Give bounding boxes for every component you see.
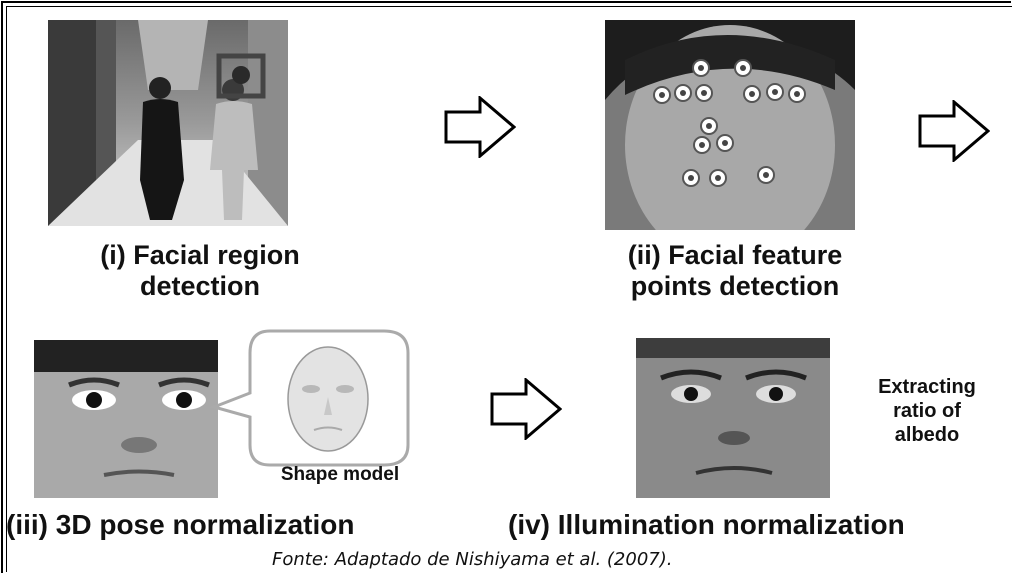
inner-border [6,6,1012,572]
pose-face-photo [34,340,218,498]
source-note: Fonte: Adaptado de Nishiyama et al. (200… [272,549,673,570]
right-arrow-icon [918,98,991,166]
step-i-caption-line1: (i) Facial region [100,240,300,270]
step-iv-caption: (iv) Illumination normalization [508,509,905,540]
step-ii-caption: (ii) Facial feature points detection [590,240,880,302]
step-iii-caption: (iii) 3D pose normalization [6,509,355,540]
albedo-note: Extracting ratio of albedo [862,375,992,447]
shape-model-label: Shape model [280,464,400,485]
albedo-note-line1: Extracting [878,376,976,398]
right-arrow-icon [490,376,563,444]
albedo-face-photo [636,338,830,498]
step-i-caption-line2: detection [139,271,260,302]
right-arrow-icon [444,94,517,162]
step-i-caption: (i) Facial region detection [60,240,340,302]
albedo-note-line2: ratio of [893,400,961,422]
shape-model-bubble [208,327,418,477]
face-feature-photo [605,20,855,230]
albedo-note-line3: albedo [894,424,960,446]
step-ii-caption-line2: points detection [630,271,840,302]
hallway-photo [48,20,288,226]
step-ii-caption-line1: (ii) Facial feature [627,240,843,270]
